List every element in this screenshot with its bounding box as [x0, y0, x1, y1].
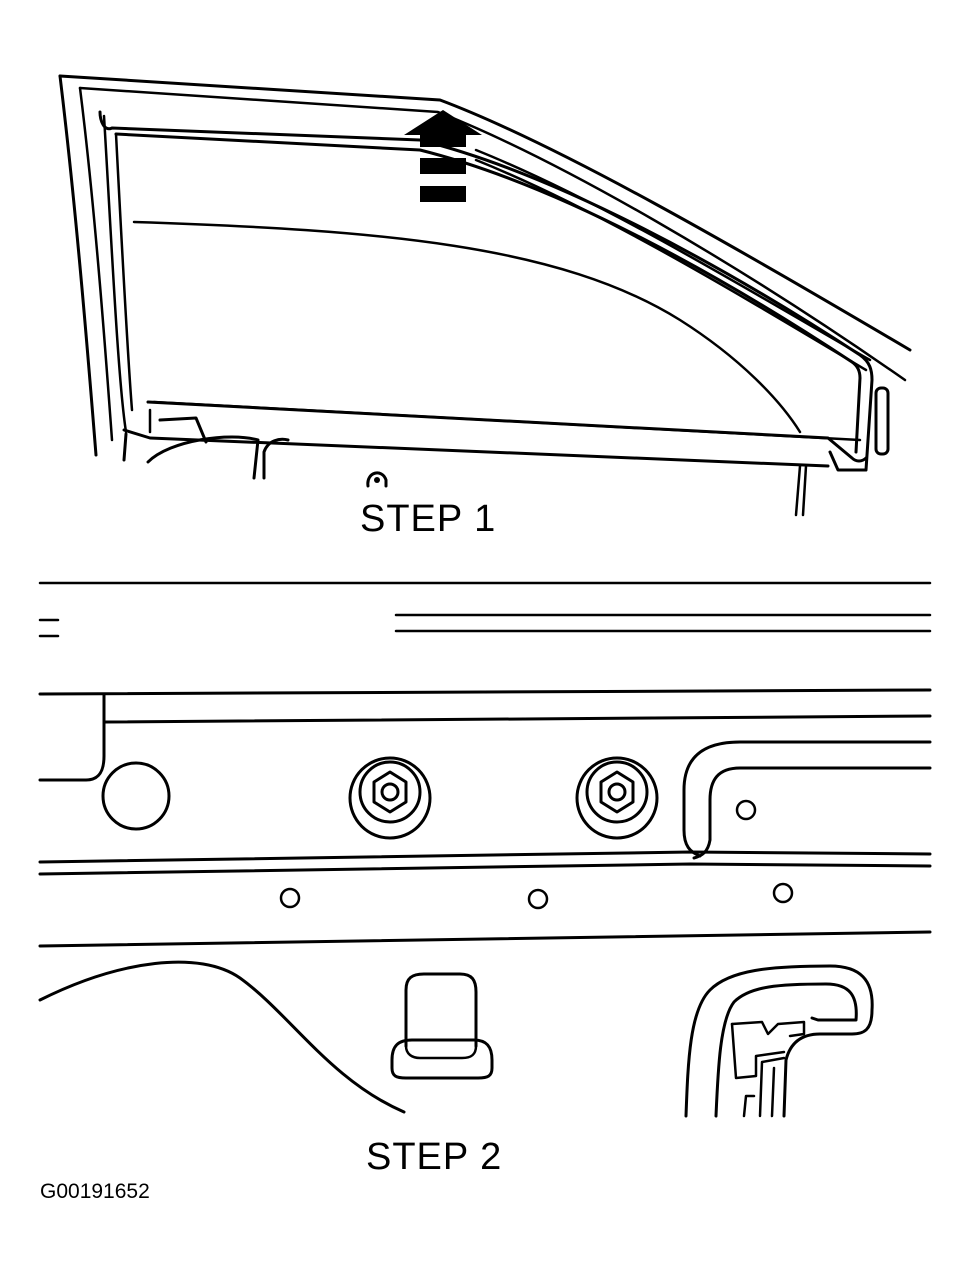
glass-reflection-line — [132, 220, 802, 434]
access-hole — [101, 761, 171, 831]
step-2-label: STEP 2 — [366, 1136, 503, 1178]
window-belt-line — [146, 400, 868, 463]
step-1-label: STEP 1 — [360, 498, 497, 540]
door-clip — [366, 471, 388, 488]
step1-door-illustration — [58, 74, 912, 517]
window-channel — [98, 110, 874, 472]
bolt-2-icon — [575, 756, 659, 840]
step2-door-panel-illustration — [38, 581, 932, 1118]
figure-id: G00191652 — [40, 1180, 150, 1203]
up-arrow-icon — [404, 110, 482, 202]
bolt-1-icon — [348, 756, 432, 840]
door-frame-outer — [58, 74, 912, 352]
retaining-clip — [390, 972, 494, 1080]
